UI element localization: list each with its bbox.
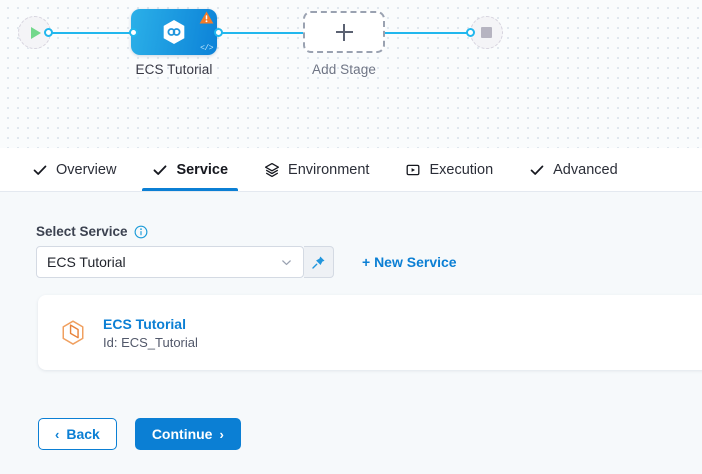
back-button-label: Back <box>66 426 100 442</box>
service-card-name[interactable]: ECS Tutorial <box>103 315 186 332</box>
port-stage-out[interactable] <box>214 28 223 37</box>
select-service-value: ECS Tutorial <box>47 254 126 270</box>
chevron-left-icon: ‹ <box>55 426 60 442</box>
pipeline-end-node[interactable] <box>470 16 503 49</box>
service-card-text: ECS Tutorial Id: ECS_Tutorial <box>103 316 198 350</box>
tab-service[interactable]: Service <box>134 148 246 191</box>
info-icon[interactable] <box>134 225 148 239</box>
check-icon <box>33 165 47 175</box>
tab-advanced-label: Advanced <box>553 161 618 178</box>
pin-icon <box>312 256 325 269</box>
port-end-in[interactable] <box>466 28 475 37</box>
chevron-right-icon: › <box>219 426 224 442</box>
pin-service-button[interactable] <box>304 246 334 278</box>
select-service-label-group: Select Service <box>36 224 148 239</box>
add-stage-label: Add Stage <box>312 62 376 77</box>
select-service-row: ECS Tutorial + New Service <box>36 246 457 278</box>
chevron-down-icon[interactable] <box>280 256 293 269</box>
back-button[interactable]: ‹ Back <box>38 418 117 450</box>
warning-triangle-icon[interactable] <box>199 11 214 24</box>
service-card[interactable]: ECS Tutorial Id: ECS_Tutorial <box>38 295 702 370</box>
tab-execution-label: Execution <box>429 161 494 178</box>
tab-environment[interactable]: Environment <box>246 148 387 191</box>
stop-square-icon <box>481 27 492 38</box>
port-stage-in[interactable] <box>129 28 138 37</box>
pipeline-edge-stage-to-addstage <box>218 32 304 34</box>
tab-overview-label: Overview <box>56 161 117 178</box>
tab-environment-label: Environment <box>288 161 370 178</box>
pipeline-canvas[interactable]: </> ECS Tutorial Add Stage <box>0 0 702 148</box>
play-icon <box>31 26 41 39</box>
play-box-icon <box>407 164 420 175</box>
tab-service-label: Service <box>176 161 229 178</box>
plus-icon <box>335 23 353 41</box>
pipeline-edge-start-to-stage <box>48 32 134 34</box>
layers-icon <box>264 162 280 177</box>
stage-node-label: ECS Tutorial <box>135 62 213 77</box>
select-service-label: Select Service <box>36 224 128 239</box>
continue-button-label: Continue <box>151 426 213 442</box>
check-icon <box>530 165 544 175</box>
tab-execution[interactable]: Execution <box>387 148 511 191</box>
port-start-out[interactable] <box>44 28 53 37</box>
add-stage-button[interactable] <box>303 11 385 53</box>
pipeline-edge-addstage-to-end <box>384 32 474 34</box>
tab-overview[interactable]: Overview <box>14 148 134 191</box>
new-service-button[interactable]: + New Service <box>362 254 457 270</box>
check-icon <box>153 164 167 175</box>
tab-advanced[interactable]: Advanced <box>511 148 636 191</box>
stage-node-ecs-tutorial[interactable]: </> <box>131 9 217 55</box>
hexagon-service-icon <box>163 20 185 44</box>
wizard-footer: ‹ Back Continue › <box>38 418 241 450</box>
code-glyph-icon[interactable]: </> <box>200 44 213 53</box>
service-card-id: Id: ECS_Tutorial <box>103 334 198 350</box>
select-service-dropdown[interactable]: ECS Tutorial <box>36 246 304 278</box>
continue-button[interactable]: Continue › <box>134 418 241 450</box>
hexagon-service-icon <box>62 319 84 345</box>
step-tab-bar: Overview Service Environment <box>0 148 702 192</box>
